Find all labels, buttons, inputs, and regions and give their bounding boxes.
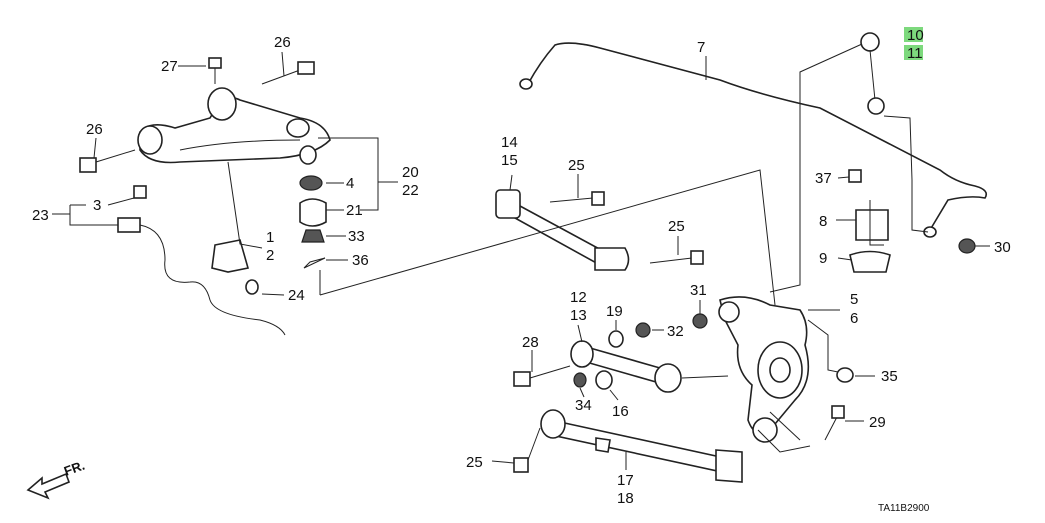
callout-5[interactable]: 5 — [850, 291, 858, 308]
nut-31 — [692, 313, 708, 329]
callout-31[interactable]: 31 — [690, 282, 707, 299]
bolt-25-lower — [513, 427, 541, 473]
highlight-box-10 — [904, 27, 923, 42]
callout-10[interactable]: 10 — [907, 27, 924, 44]
callout-37[interactable]: 37 — [815, 170, 832, 187]
callout-33[interactable]: 33 — [348, 228, 365, 245]
callout-4[interactable]: 4 — [346, 175, 354, 192]
upper-control-arm — [137, 87, 331, 165]
callout-13[interactable]: 13 — [570, 307, 587, 324]
callout-26[interactable]: 26 — [274, 34, 291, 51]
callout-9[interactable]: 9 — [819, 250, 827, 267]
arm-17-18 — [540, 409, 743, 483]
callout-14[interactable]: 14 — [501, 134, 518, 151]
callout-29[interactable]: 29 — [869, 414, 886, 431]
bolt-28 — [513, 365, 571, 387]
washer-19 — [608, 330, 624, 348]
nut-34 — [573, 372, 587, 388]
callout-25-mid[interactable]: 25 — [668, 218, 685, 235]
callout-25-upper[interactable]: 25 — [568, 157, 585, 174]
callout-34[interactable]: 34 — [575, 397, 592, 414]
callout-25-lower[interactable]: 25 — [466, 454, 483, 471]
callout-21[interactable]: 21 — [346, 202, 363, 219]
callout-36[interactable]: 36 — [352, 252, 369, 269]
bolt-25-mid — [649, 250, 704, 265]
stabilizer-bar-7 — [519, 42, 988, 238]
arm-12-13 — [570, 340, 729, 393]
washer-16 — [595, 370, 613, 390]
bolt-29 — [824, 405, 845, 441]
callout-19[interactable]: 19 — [606, 303, 623, 320]
callout-23[interactable]: 23 — [32, 207, 49, 224]
front-arrow-icon — [26, 472, 71, 500]
diagram-code: TA11B2900 — [878, 503, 930, 514]
callout-7[interactable]: 7 — [697, 39, 705, 56]
callout-17[interactable]: 17 — [617, 472, 634, 489]
callout-8[interactable]: 8 — [819, 213, 827, 230]
bolt-25-upper — [549, 191, 605, 206]
callout-35[interactable]: 35 — [881, 368, 898, 385]
callout-15[interactable]: 15 — [501, 152, 518, 169]
callout-30[interactable]: 30 — [994, 239, 1011, 256]
callout-24[interactable]: 24 — [288, 287, 305, 304]
callout-6[interactable]: 6 — [850, 310, 858, 327]
callout-28[interactable]: 28 — [522, 334, 539, 351]
nut-35 — [836, 367, 854, 383]
callout-22[interactable]: 22 — [402, 182, 419, 199]
small-parts-20-22 — [299, 175, 327, 269]
callout-26-left[interactable]: 26 — [86, 121, 103, 138]
bracket-1-2 — [211, 239, 250, 273]
bushing-8-bracket-9 — [848, 169, 891, 273]
callout-1[interactable]: 1 — [266, 229, 274, 246]
arm-14-15 — [495, 189, 630, 271]
highlight-box-11 — [904, 45, 923, 60]
callout-16[interactable]: 16 — [612, 403, 629, 420]
nut-32 — [635, 322, 651, 338]
stabilizer-link-10-11 — [860, 32, 885, 115]
callout-labels: 10 11 7 26 27 26 3 23 1 2 24 4 21 33 36 … — [32, 27, 1011, 507]
callout-27[interactable]: 27 — [161, 58, 178, 75]
callout-3[interactable]: 3 — [93, 197, 101, 214]
bolt-26-left — [79, 149, 136, 173]
callout-12[interactable]: 12 — [570, 289, 587, 306]
callout-20[interactable]: 20 — [402, 164, 419, 181]
callout-2[interactable]: 2 — [266, 247, 274, 264]
nut-30 — [958, 238, 976, 254]
sensor-harness-23 — [117, 185, 286, 336]
callout-11[interactable]: 11 — [907, 45, 923, 62]
bolt-27 — [208, 57, 222, 84]
front-direction-indicator: FR. — [26, 458, 87, 500]
callout-18[interactable]: 18 — [617, 490, 634, 507]
direction-label: FR. — [62, 458, 87, 479]
knuckle-5-6 — [718, 296, 810, 443]
callout-32[interactable]: 32 — [667, 323, 684, 340]
leader-lines — [52, 43, 990, 470]
bolt-26-upper — [261, 61, 315, 85]
